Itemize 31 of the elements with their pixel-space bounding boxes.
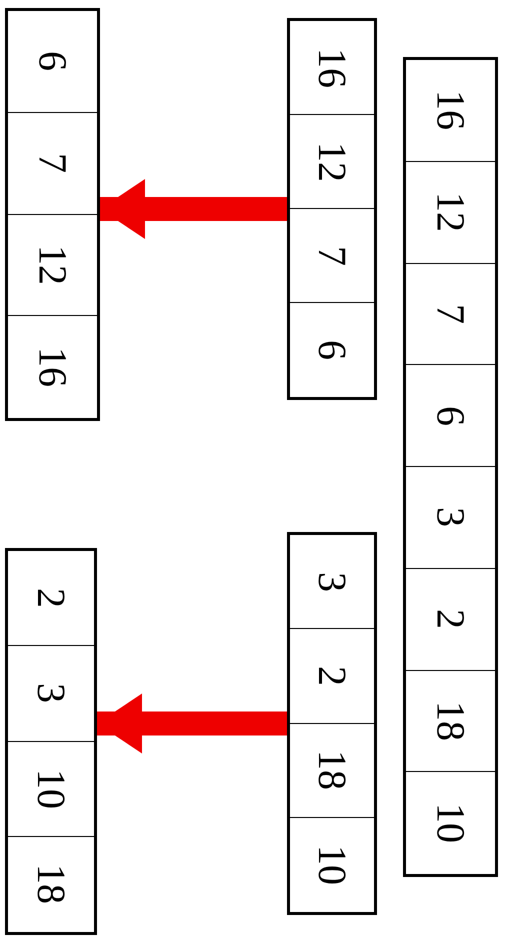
- number-value: 18: [430, 700, 470, 741]
- number-value: 16: [32, 347, 72, 388]
- number-value: 2: [31, 588, 71, 608]
- number-value: 7: [430, 304, 470, 324]
- number-value: 16: [430, 90, 470, 130]
- number-value: 6: [312, 340, 352, 360]
- number-value: 10: [430, 803, 470, 844]
- number-value: 18: [312, 750, 352, 790]
- number-value: 7: [312, 246, 352, 266]
- number-value: 10: [31, 768, 71, 809]
- arrow: [97, 694, 287, 754]
- number-value: 2: [312, 666, 352, 686]
- number-value: 6: [32, 51, 72, 72]
- number-value: 12: [430, 192, 470, 232]
- number-value: 6: [430, 406, 470, 426]
- number-value: 2: [430, 609, 470, 630]
- number-value: 18: [31, 864, 71, 904]
- number-value: 3: [31, 683, 71, 704]
- number-value: 12: [312, 142, 352, 182]
- array-box: [5, 8, 100, 421]
- number-value: 10: [312, 844, 352, 885]
- array-box: [287, 532, 377, 915]
- number-value: 3: [312, 572, 352, 592]
- array-box: [403, 57, 498, 877]
- array-box: [5, 548, 97, 935]
- number-value: 7: [32, 153, 72, 174]
- number-value: 16: [312, 48, 352, 88]
- arrow: [100, 179, 287, 239]
- number-value: 3: [430, 507, 470, 528]
- array-box: [287, 18, 377, 400]
- number-value: 12: [32, 244, 72, 285]
